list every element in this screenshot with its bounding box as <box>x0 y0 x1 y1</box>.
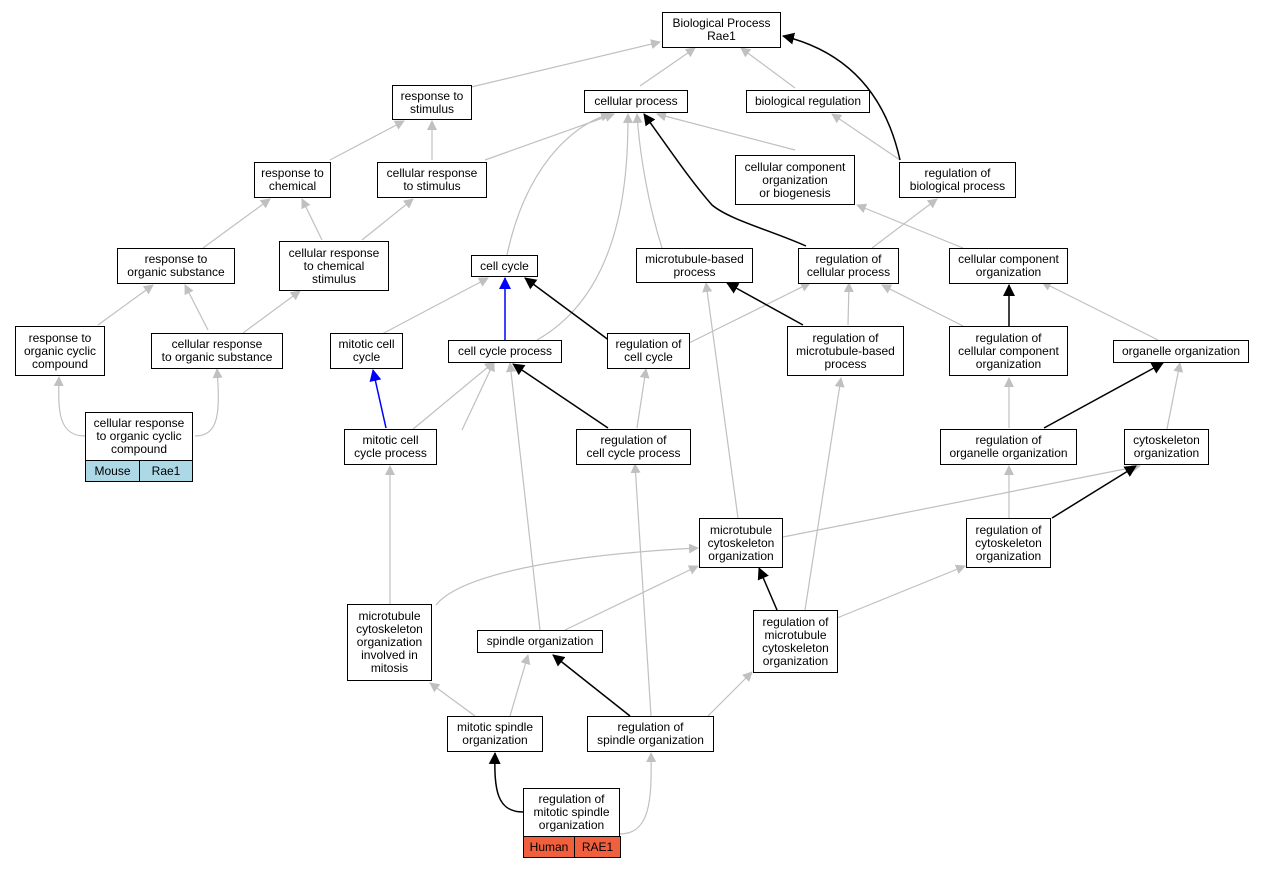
node-cellular-response-to-chemical-stimulus[interactable]: cellular response to chemical stimulus <box>279 241 389 291</box>
node-regulation-of-microtubule-based-process[interactable]: regulation of microtubule-based process <box>787 326 904 376</box>
node-biological-regulation[interactable]: biological regulation <box>746 90 870 113</box>
node-microtubule-cytoskeleton-organization-involved-in-mitosis[interactable]: microtubule cytoskeleton organization in… <box>347 604 432 681</box>
node-regulation-of-microtubule-cytoskeleton-organization[interactable]: regulation of microtubule cytoskeleton o… <box>753 610 838 673</box>
node-cellular-component-organization[interactable]: cellular component organization <box>949 248 1068 284</box>
node-response-to-organic-cyclic-compound[interactable]: response to organic cyclic compound <box>15 326 105 376</box>
node-regulation-of-cytoskeleton-organization[interactable]: regulation of cytoskeleton organization <box>966 518 1051 568</box>
node-mitotic-spindle-organization[interactable]: mitotic spindle organization <box>447 716 543 752</box>
node-cellular-response-to-organic-cyclic-compound[interactable]: cellular response to organic cyclic comp… <box>85 412 193 461</box>
node-cellular-response-to-stimulus[interactable]: cellular response to stimulus <box>377 162 487 198</box>
node-microtubule-cytoskeleton-organization[interactable]: microtubule cytoskeleton organization <box>699 518 783 568</box>
node-mitotic-cell-cycle-process[interactable]: mitotic cell cycle process <box>344 429 437 465</box>
node-cell-cycle[interactable]: cell cycle <box>471 255 538 277</box>
node-organelle-organization[interactable]: organelle organization <box>1113 340 1249 363</box>
node-regulation-of-cell-cycle[interactable]: regulation of cell cycle <box>607 333 690 369</box>
node-regulation-of-cell-cycle-process[interactable]: regulation of cell cycle process <box>576 429 691 465</box>
legend-human-species: Human <box>523 836 575 858</box>
node-regulation-of-mitotic-spindle-organization[interactable]: regulation of mitotic spindle organizati… <box>523 788 620 837</box>
node-regulation-of-cellular-process[interactable]: regulation of cellular process <box>798 248 899 284</box>
node-cellular-component-organization-or-biogenesis[interactable]: cellular component organization or bioge… <box>735 155 855 205</box>
node-mitotic-cell-cycle[interactable]: mitotic cell cycle <box>330 333 403 369</box>
node-regulation-of-spindle-organization[interactable]: regulation of spindle organization <box>587 716 714 752</box>
legend-mouse-species: Mouse <box>85 460 140 482</box>
node-response-to-organic-substance[interactable]: response to organic substance <box>117 248 235 284</box>
node-regulation-of-biological-process[interactable]: regulation of biological process <box>899 162 1016 198</box>
legend-human-gene: RAE1 <box>574 836 621 858</box>
node-response-to-stimulus[interactable]: response to stimulus <box>392 85 472 120</box>
node-cellular-process[interactable]: cellular process <box>584 90 688 113</box>
node-regulation-of-organelle-organization[interactable]: regulation of organelle organization <box>940 429 1077 465</box>
node-biological-process-root[interactable]: Biological Process Rae1 <box>662 12 781 48</box>
node-microtubule-based-process[interactable]: microtubule-based process <box>636 248 753 283</box>
node-regulation-of-cellular-component-organization[interactable]: regulation of cellular component organiz… <box>949 326 1068 376</box>
node-cytoskeleton-organization[interactable]: cytoskeleton organization <box>1124 429 1209 465</box>
node-cell-cycle-process[interactable]: cell cycle process <box>448 340 562 363</box>
node-response-to-chemical[interactable]: response to chemical <box>254 162 331 198</box>
legend-mouse-gene: Rae1 <box>139 460 193 482</box>
node-spindle-organization[interactable]: spindle organization <box>477 630 603 653</box>
node-cellular-response-to-organic-substance[interactable]: cellular response to organic substance <box>151 333 283 369</box>
